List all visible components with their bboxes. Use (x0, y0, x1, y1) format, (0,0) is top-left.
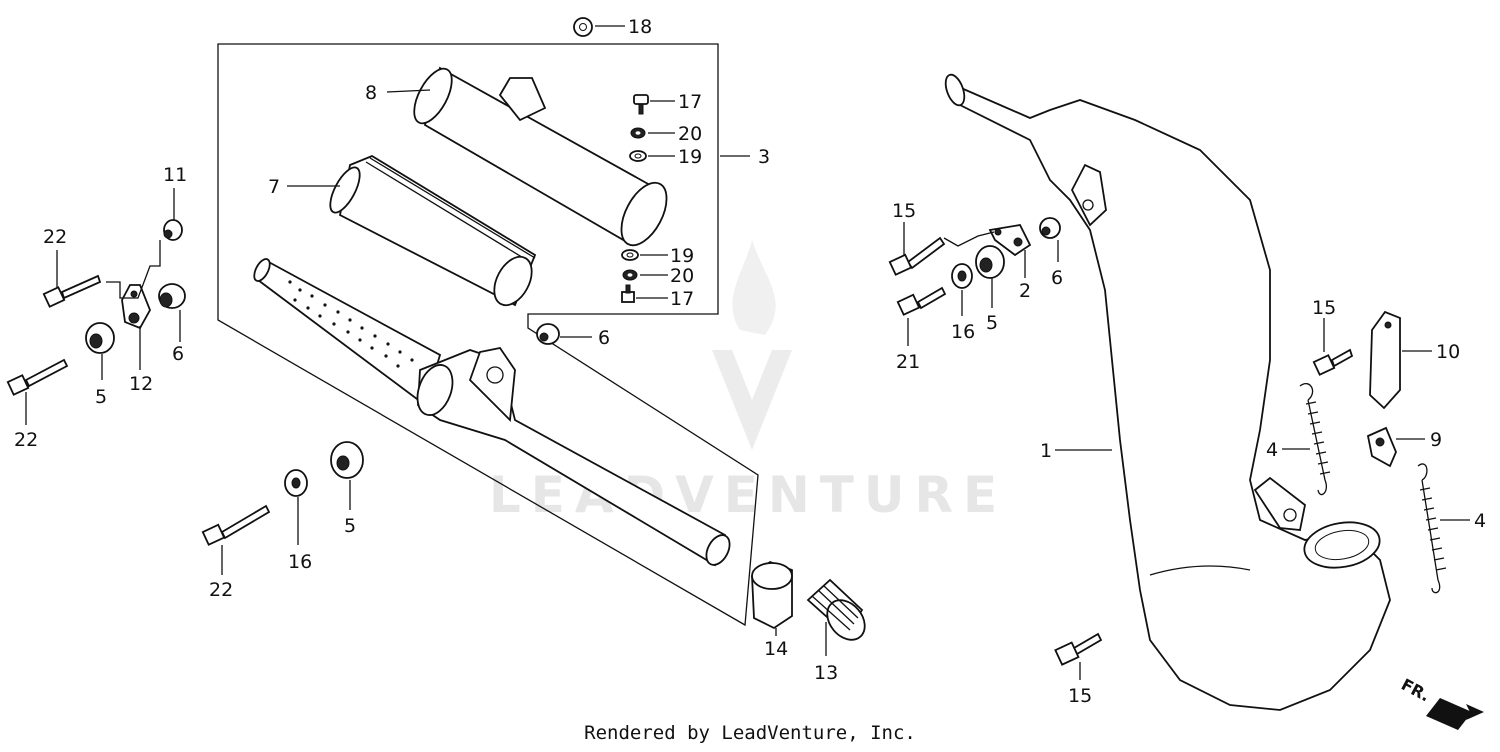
washer-16-left[interactable] (284, 469, 308, 497)
callout-22: 22 (43, 226, 67, 248)
collar-14[interactable] (751, 560, 793, 630)
callout-12: 12 (129, 373, 153, 395)
bracket-12[interactable] (106, 240, 161, 330)
callout-9: 9 (1430, 429, 1442, 451)
callout-19: 19 (670, 245, 694, 267)
callout-15: 15 (892, 200, 916, 222)
callout-8: 8 (365, 82, 377, 104)
callout-4: 4 (1474, 510, 1486, 532)
front-direction-label: FR. (1398, 675, 1433, 706)
grommet-5-right[interactable] (975, 245, 1005, 279)
callout-17: 17 (670, 288, 694, 310)
callout-11: 11 (163, 164, 187, 186)
collar-6-right[interactable] (1039, 217, 1061, 239)
grommet-5-bottom[interactable] (330, 441, 364, 479)
bolt-22-bottom[interactable] (201, 504, 271, 546)
assembly-box-outline (217, 43, 759, 627)
callout-6: 6 (598, 327, 610, 349)
spring-4-left[interactable] (1299, 383, 1331, 496)
bolt-17-upper[interactable] (633, 94, 649, 115)
perforated-inner-pipe[interactable] (251, 257, 442, 407)
callout-22: 22 (209, 579, 233, 601)
bolt-15-right[interactable] (1312, 348, 1354, 376)
bracket-2[interactable] (943, 224, 1032, 257)
damper-13[interactable] (806, 578, 872, 647)
callout-19: 19 (678, 146, 702, 168)
washer-20-upper[interactable] (630, 127, 646, 139)
callout-14: 14 (764, 638, 788, 660)
callout-16: 16 (951, 321, 975, 343)
muffler-tail-pipe[interactable] (411, 347, 734, 569)
collar-6-box[interactable] (536, 323, 560, 345)
callout-10: 10 (1436, 341, 1460, 363)
plate-9[interactable] (1366, 426, 1397, 468)
muffler-outer-shell[interactable] (407, 63, 676, 253)
callout-6: 6 (172, 343, 184, 365)
bracket-10[interactable] (1369, 310, 1401, 410)
callout-5: 5 (95, 386, 107, 408)
collar-6-left[interactable] (158, 283, 186, 309)
collar-11[interactable] (163, 219, 183, 241)
callout-21: 21 (896, 351, 920, 373)
callout-20: 20 (678, 123, 702, 145)
nut-18[interactable] (573, 17, 593, 37)
bolt-22-lower[interactable] (6, 358, 69, 396)
watermark: LEADVENTURE (489, 240, 997, 524)
bolt-22-upper[interactable] (42, 274, 102, 308)
callout-5: 5 (344, 515, 356, 537)
render-credit: Rendered by LeadVenture, Inc. (584, 722, 916, 744)
callout-7: 7 (268, 176, 280, 198)
expansion-chamber[interactable] (942, 72, 1391, 711)
callout-3: 3 (758, 146, 770, 168)
callout-2: 2 (1019, 280, 1031, 302)
bolt-15-bottom[interactable] (1054, 632, 1103, 666)
callout-22: 22 (14, 429, 38, 451)
bolt-21[interactable] (896, 286, 947, 316)
callout-1: 1 (1040, 440, 1052, 462)
callout-15: 15 (1312, 297, 1336, 319)
washer-19-lower[interactable] (621, 249, 639, 261)
callout-15: 15 (1068, 685, 1092, 707)
leader-lines (25, 25, 1470, 680)
callout-18: 18 (628, 16, 652, 38)
glass-wool-packing[interactable] (324, 154, 539, 311)
callout-6: 6 (1051, 267, 1063, 289)
bolt-17-lower[interactable] (621, 284, 635, 303)
callout-17: 17 (678, 91, 702, 113)
washer-19-upper[interactable] (629, 150, 647, 162)
callout-13: 13 (814, 662, 838, 684)
callout-labels: 18 8 17 20 19 3 7 19 20 17 6 11 22 6 5 1… (14, 16, 1486, 707)
bolt-15-upper[interactable] (888, 236, 946, 276)
callout-16: 16 (288, 551, 312, 573)
washer-20-lower[interactable] (622, 269, 638, 281)
spring-4-right[interactable] (1417, 463, 1447, 594)
grommet-5-left[interactable] (85, 322, 115, 354)
callout-5: 5 (986, 312, 998, 334)
callout-20: 20 (670, 265, 694, 287)
callout-4: 4 (1266, 439, 1278, 461)
washer-16-right[interactable] (951, 263, 973, 289)
